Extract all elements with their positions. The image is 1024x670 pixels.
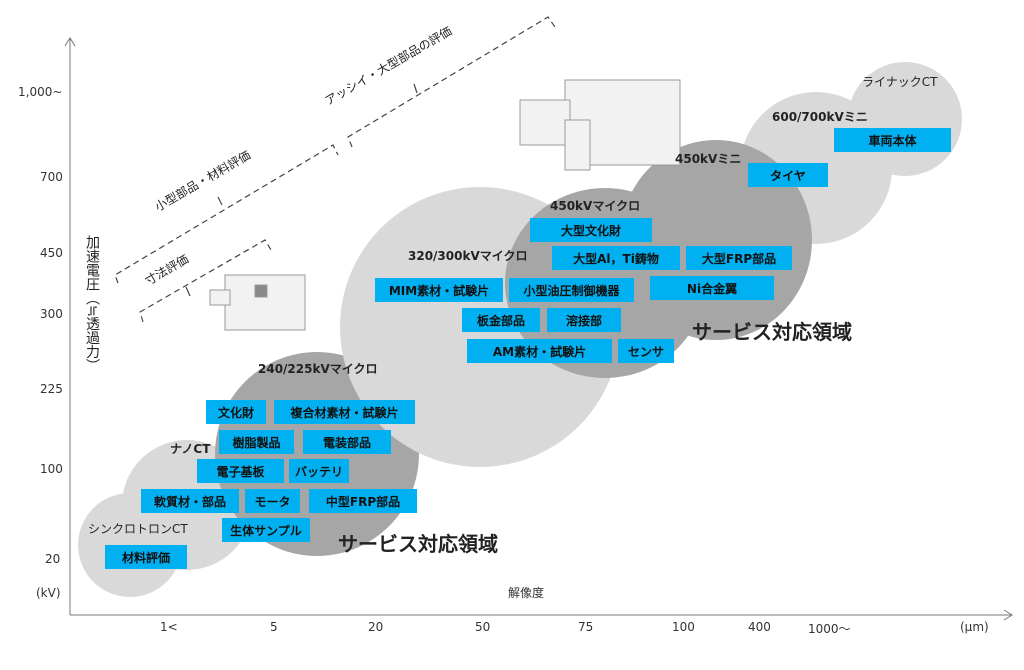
x-tick: 75 <box>578 620 594 634</box>
app-box: Ni合金翼 <box>650 276 774 300</box>
system-label: 320/300kVマイクロ <box>408 249 528 263</box>
y-tick: 450 <box>40 246 63 260</box>
app-box: 車両本体 <box>834 128 951 152</box>
app-box: バッテリ <box>289 459 349 483</box>
app-box: 樹脂製品 <box>219 430 294 454</box>
x-tick: 1< <box>160 620 178 634</box>
app-box: 文化財 <box>206 400 266 424</box>
system-label: ライナックCT <box>862 75 938 89</box>
app-box: 溶接部 <box>547 308 621 332</box>
app-box: 大型文化財 <box>530 218 652 242</box>
app-box: モータ <box>245 489 300 513</box>
x-tick: 1000〜 <box>808 622 851 636</box>
y-tick: 100 <box>40 462 63 476</box>
app-box: 中型FRP部品 <box>309 489 417 513</box>
app-box: 電子基板 <box>197 459 284 483</box>
x-tick: 100 <box>672 620 695 634</box>
y-tick: 300 <box>40 307 63 321</box>
y-tick: 700 <box>40 170 63 184</box>
system-label: 450kVミニ <box>675 152 742 166</box>
app-box: AM素材・試験片 <box>467 339 612 363</box>
app-box: 板金部品 <box>462 308 540 332</box>
app-box: センサ <box>618 339 674 363</box>
app-box: 大型Al，Ti鋳物 <box>552 246 680 270</box>
y-tick: 20 <box>45 552 61 566</box>
x-axis-label: 解像度 <box>508 586 545 600</box>
service-area-label: サービス対応領域 <box>338 532 498 556</box>
system-label: 600/700kVミニ <box>772 110 868 124</box>
x-unit: (μm) <box>960 620 989 634</box>
y-axis-label: 加速電圧（≒透過力） <box>84 235 100 373</box>
app-box: 複合材素材・試験片 <box>274 400 415 424</box>
app-box: 軟質材・部品 <box>141 489 239 513</box>
y-tick: 225 <box>40 382 63 396</box>
x-tick: 50 <box>475 620 491 634</box>
y-tick: 1,000~ <box>18 85 63 99</box>
linac-circle <box>848 62 962 176</box>
app-box: MIM素材・試験片 <box>375 278 503 302</box>
system-label: 450kVマイクロ <box>550 199 641 213</box>
app-box: 小型油圧制御機器 <box>509 278 634 302</box>
app-box: 電装部品 <box>303 430 391 454</box>
system-label: シンクロトロンCT <box>88 522 188 536</box>
x-tick: 5 <box>270 620 278 634</box>
app-box: タイヤ <box>748 163 828 187</box>
x-tick: 400 <box>748 620 771 634</box>
service-area-label: サービス対応領域 <box>692 320 852 344</box>
app-box: 材料評価 <box>105 545 187 569</box>
app-box: 大型FRP部品 <box>686 246 792 270</box>
y-unit: (kV) <box>36 586 61 600</box>
system-label: ナノCT <box>170 442 211 456</box>
x-tick: 20 <box>368 620 384 634</box>
app-box: 生体サンプル <box>222 518 310 542</box>
system-label: 240/225kVマイクロ <box>258 362 378 376</box>
